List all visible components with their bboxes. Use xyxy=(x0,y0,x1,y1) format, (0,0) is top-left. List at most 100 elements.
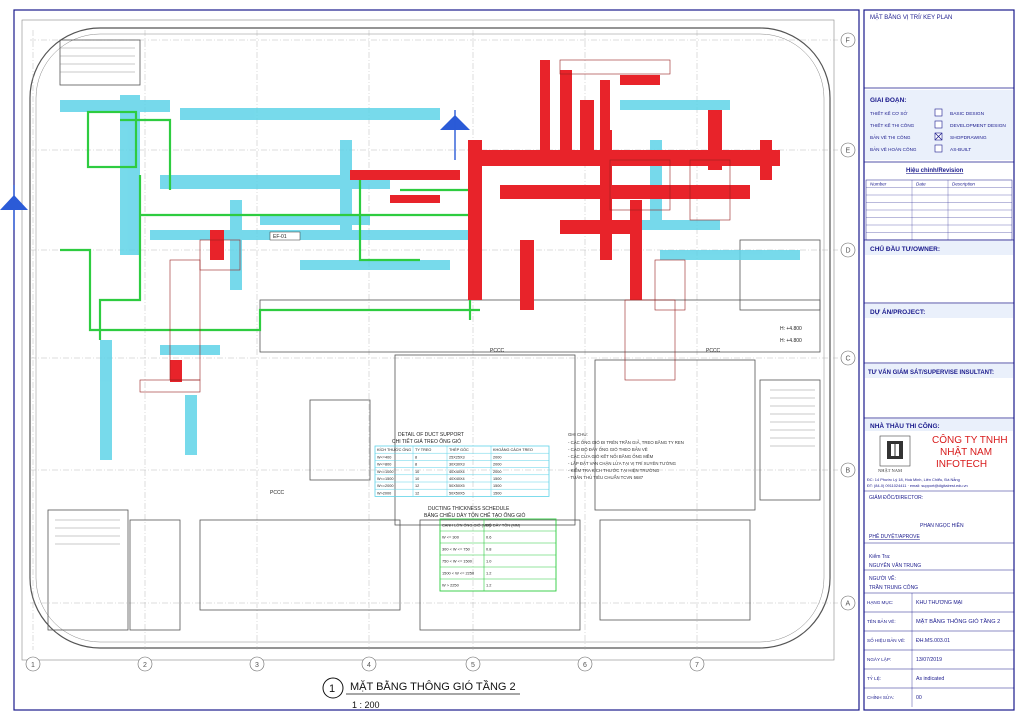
phase-checkbox[interactable] xyxy=(934,120,943,129)
grid-bubble-row xyxy=(840,142,856,158)
phase-checkbox[interactable] xyxy=(934,108,943,117)
tb-field-value: 13/07/2019 xyxy=(916,657,942,663)
revision-col: Number xyxy=(870,182,887,187)
revision-col: Description xyxy=(952,182,975,187)
grid-col-label: 2 xyxy=(143,662,147,669)
support-cell: KHOẢNG CÁCH TREO xyxy=(493,447,533,452)
thickness-cell: W <= 300 xyxy=(442,535,460,540)
section-mark-top xyxy=(440,110,470,160)
support-cell: 8 xyxy=(415,463,417,467)
support-cell: 8 xyxy=(415,455,417,459)
company-line2: NHẬT NAM xyxy=(940,445,992,458)
director-name: PHAN NGỌC HIỀN xyxy=(920,522,964,529)
logo-wordmark: NHẬT NAM xyxy=(878,468,902,473)
support-cell: W<=800 xyxy=(377,463,391,467)
support-cell: 10 xyxy=(415,470,419,474)
support-cell: W<=1000 xyxy=(377,470,393,474)
thickness-title2: BẢNG CHIỀU DÀY TÔN CHẾ TẠO ỐNG GIÓ xyxy=(424,512,526,519)
note-line: - KIỂM TRA KÍCH THƯỚC TẠI HIỆN TRƯỜNG xyxy=(568,468,660,473)
grid-lines xyxy=(30,30,838,650)
supervisor-label: TƯ VẤN GIÁM SÁT/SUPERVISE INSULTANT: xyxy=(868,369,994,376)
tb-field-value: KHU THƯƠNG MẠI xyxy=(916,600,963,606)
note-line: - LẮP ĐẶT VAN CHẶN LỬA TẠI VỊ TRÍ XUYÊN … xyxy=(568,461,677,466)
stair-hatching xyxy=(55,47,815,545)
drawing-scale: 1 : 200 xyxy=(352,700,380,710)
grid-bubble-col xyxy=(137,656,153,672)
grid-row-label: E xyxy=(846,148,851,155)
company-line3: INFOTECH xyxy=(936,459,987,470)
tb-field-label: SỐ HIỆU BẢN VẼ: xyxy=(867,636,905,643)
grid-bubble-col xyxy=(689,656,705,672)
grid-bubble-col xyxy=(361,656,377,672)
thickness-cell: 1500 < W <= 2250 xyxy=(442,571,475,576)
tb-field-label: TÊN BẢN VẼ: xyxy=(867,617,896,624)
support-cell: 2000 xyxy=(493,463,501,467)
grid-row-label: B xyxy=(846,468,851,475)
thickness-cell: 1.2 xyxy=(486,583,491,588)
grid-row-label: F xyxy=(846,38,850,45)
title-block: MẶT BẰNG VỊ TRÍ/ KEY PLAN GIAI ĐOẠN: THI… xyxy=(863,9,1015,711)
phase-vn: BẢN VẼ HOÀN CÔNG xyxy=(870,146,917,152)
view-number: 1 xyxy=(329,683,335,695)
support-cell: 25X25X3 xyxy=(449,455,465,459)
contractor-label: NHÀ THẦU THI CÔNG: xyxy=(870,420,940,430)
grid-col-label: 6 xyxy=(583,662,587,669)
level-label-a: H: +4.800 xyxy=(780,326,802,332)
company-logo: NHẬT NAM xyxy=(878,435,911,473)
grid-bubble-row xyxy=(840,462,856,478)
key-plan-label: MẶT BẰNG VỊ TRÍ/ KEY PLAN xyxy=(870,13,952,21)
phase-vn: THIẾT KẾ THI CÔNG xyxy=(870,122,915,128)
ducting-thickness-table: DUCTING THICKNESS SCHEDULE BẢNG CHIỀU DÀ… xyxy=(424,506,557,592)
pccc-label-a: PCCC xyxy=(490,348,505,354)
support-cell: W<=400 xyxy=(377,455,391,459)
ef-label: EF-01 xyxy=(273,234,287,240)
note-line: - CÁC CỬA GIÓ KẾT NỐI BẰNG ỐNG MỀM xyxy=(568,454,654,459)
thickness-cell: 300 < W <= 750 xyxy=(442,547,471,552)
phase-vn: BẢN VẼ THI CÔNG xyxy=(870,134,911,140)
thickness-title1: DUCTING THICKNESS SCHEDULE xyxy=(428,506,510,512)
grid-col-label: 4 xyxy=(367,662,371,669)
company-line1: CÔNG TY TNHH xyxy=(932,433,1008,446)
duct-support-table: DETAIL OF DUCT SUPPORT CHI TIẾT GIÁ TREO… xyxy=(374,432,550,497)
phase-en: BASIC DESIGN xyxy=(950,111,985,117)
tb-field-value: As indicated xyxy=(916,676,944,682)
support-cell: 30X30X3 xyxy=(449,463,465,467)
phase-vn: THIẾT KẾ CƠ SỞ xyxy=(870,110,907,116)
support-cell: W>2000 xyxy=(377,491,391,495)
grid-bubble-col xyxy=(249,656,265,672)
project-label: DỰ ÁN/PROJECT: xyxy=(870,307,925,316)
drawing-title-group: 1 MẶT BẰNG THÔNG GIÓ TẦNG 2 1 : 200 xyxy=(322,677,520,710)
support-cell: 40X40X4 xyxy=(449,477,465,481)
thickness-cell: 0.6 xyxy=(486,535,491,540)
plan-frame xyxy=(21,19,835,661)
director-label: GIÁM ĐỐC/DIRECTOR: xyxy=(869,494,923,501)
thickness-cell: 0.8 xyxy=(486,547,491,552)
support-cell: 1500 xyxy=(493,484,501,488)
company-address: ĐC: 14 Phước Lý 18, Hoà Minh, Liên Chiểu… xyxy=(867,477,960,482)
support-cell: TY TREO xyxy=(415,448,431,452)
phase-checkbox[interactable] xyxy=(934,144,943,153)
note-line: - TUÂN THỦ TIÊU CHUẨN TCVN 5687 xyxy=(568,475,644,480)
revision-header: Hiệu chỉnh/Revision xyxy=(906,168,964,174)
support-title1: DETAIL OF DUCT SUPPORT xyxy=(398,432,464,438)
equipment-labels: EF-01 PCCC PCCC PCCC H: +4.800 H: +4.800 xyxy=(269,231,802,496)
interior-walls xyxy=(47,39,821,631)
support-cell: 50X50X5 xyxy=(449,484,465,488)
notes-header: GHI CHÚ: xyxy=(568,432,588,437)
thickness-cell: W > 2250 xyxy=(442,583,460,588)
drawing-title: MẶT BẰNG THÔNG GIÓ TẦNG 2 xyxy=(350,680,516,693)
grid-bubble-col xyxy=(465,656,481,672)
drawer-label: NGƯỜI VẼ: xyxy=(869,575,896,582)
grid-col-label: 7 xyxy=(695,662,699,669)
support-cell: 1500 xyxy=(493,477,501,481)
phase-en: AS-BUILT xyxy=(950,147,971,153)
smoke-ducts-red xyxy=(170,60,780,382)
support-cell: KÍCH THƯỚC ỐNG xyxy=(377,447,411,452)
tb-field-label: TỶ LỆ: xyxy=(867,674,881,681)
building-inner xyxy=(35,33,825,643)
checker-label: Kiểm Tra: xyxy=(869,553,890,560)
thickness-cell: ĐỘ DÀY TÔN (MM) xyxy=(486,523,521,528)
general-notes: GHI CHÚ: - CÁC ỐNG GIÓ ĐI TRÊN TRẦN GIẢ,… xyxy=(568,432,684,480)
